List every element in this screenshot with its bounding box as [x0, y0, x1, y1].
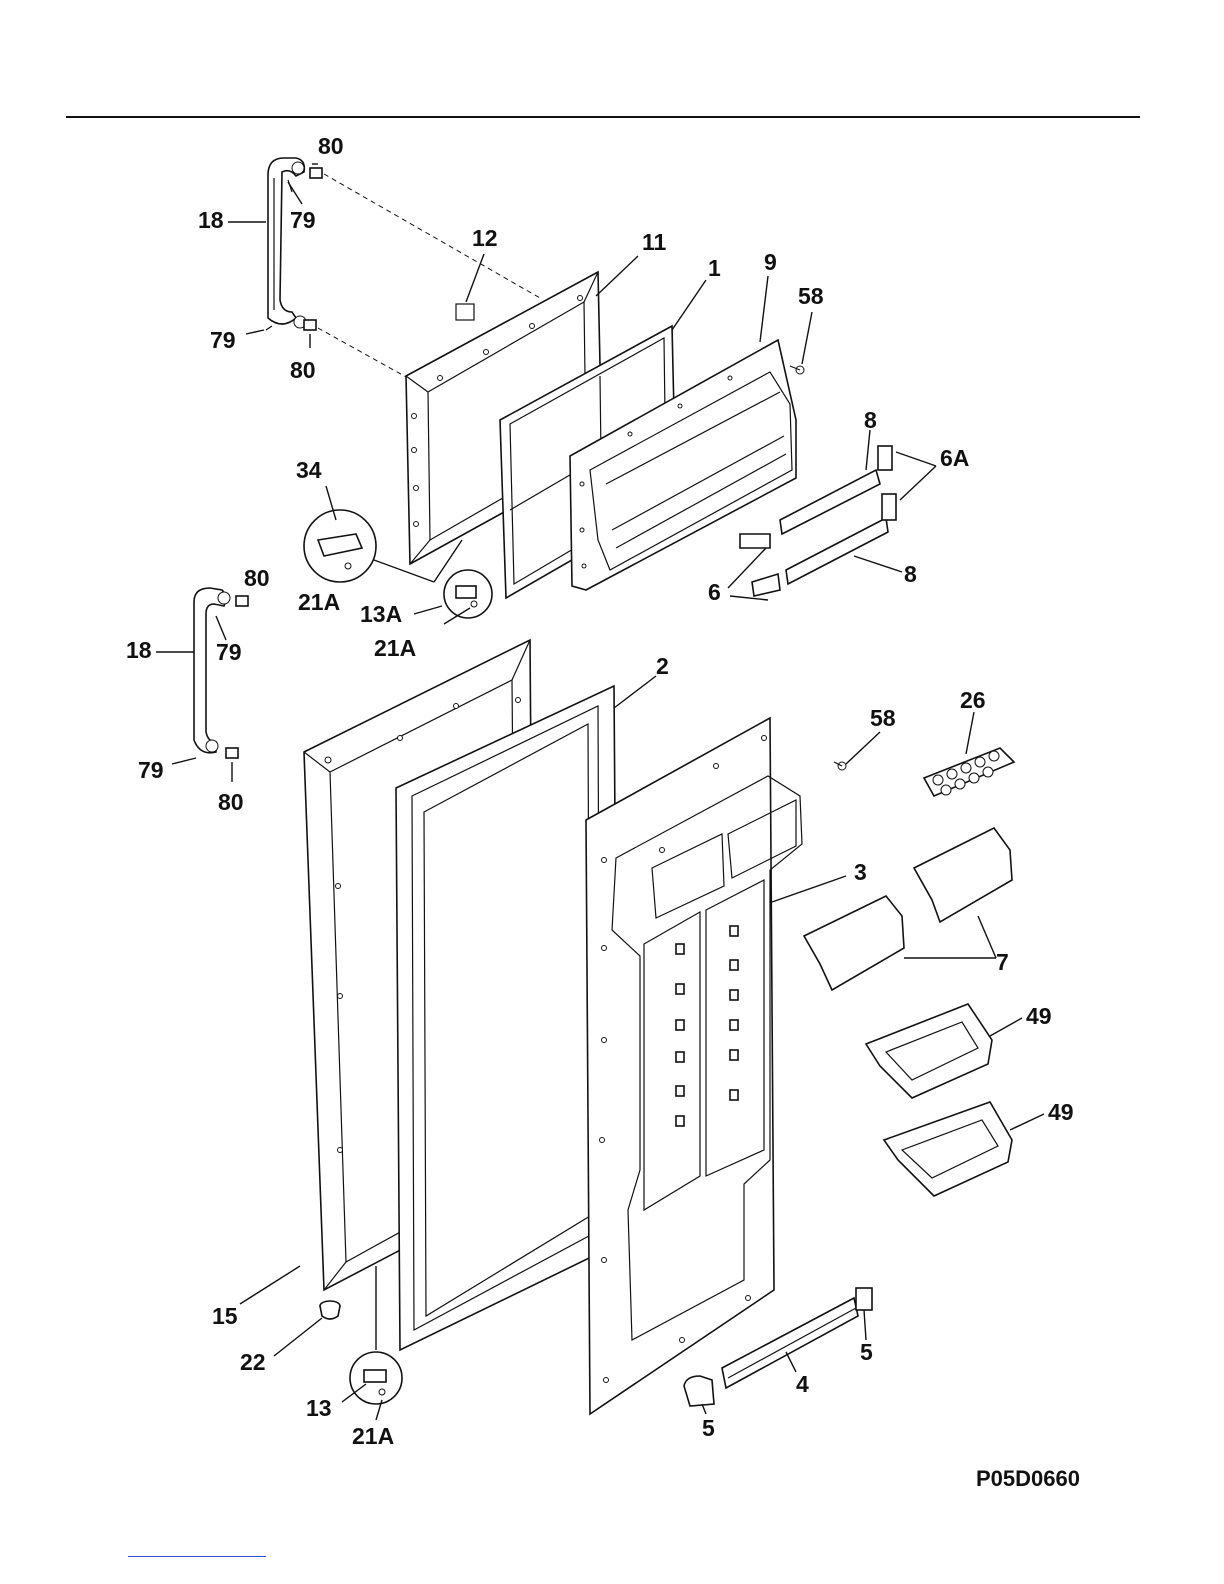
callout-80: 80 — [290, 357, 316, 383]
callout-13: 13 — [306, 1395, 332, 1421]
callout-26: 26 — [960, 687, 986, 713]
callout-18: 18 — [198, 207, 224, 233]
handle-alignment-line-top — [324, 174, 540, 298]
callout-18: 18 — [126, 637, 152, 663]
callout-11: 11 — [642, 229, 667, 255]
door-stop-22 — [320, 1301, 340, 1319]
callout-22: 22 — [240, 1349, 266, 1375]
callout-6: 6 — [708, 579, 721, 605]
callout-8: 8 — [864, 407, 877, 433]
dairy-compartment-upper — [914, 828, 1012, 922]
callout-6A: 6A — [940, 445, 969, 471]
callout-34: 34 — [296, 457, 322, 483]
callout-21A: 21A — [352, 1423, 394, 1449]
rail-end-cap-6 — [740, 534, 780, 596]
label-12 — [456, 304, 474, 320]
callout-5: 5 — [702, 1415, 715, 1441]
freezer-shelf-rail-upper — [780, 470, 880, 534]
callout-12: 12 — [472, 225, 498, 251]
callout-3: 3 — [854, 859, 867, 885]
callout-58: 58 — [798, 283, 824, 309]
callout-79: 79 — [216, 639, 242, 665]
freezer-door-handle — [266, 158, 322, 330]
callout-79: 79 — [290, 207, 316, 233]
footer-link-underline[interactable] — [128, 1556, 266, 1557]
dairy-compartment-lower — [804, 896, 904, 990]
callout-4: 4 — [796, 1371, 809, 1397]
callout-58: 58 — [870, 705, 896, 731]
fresh-food-door-gasket — [396, 686, 618, 1350]
callout-79: 79 — [138, 757, 164, 783]
callout-13A: 13A — [360, 601, 402, 627]
hinge-detail-13 — [350, 1352, 402, 1404]
fresh-food-door-handle — [194, 588, 248, 758]
diagram-reference-code: P05D0660 — [976, 1466, 1080, 1492]
callout-2: 2 — [656, 653, 669, 679]
callout-80: 80 — [318, 133, 344, 159]
screw-58-lower — [834, 762, 846, 770]
screw-58-upper — [790, 366, 804, 374]
callout-9: 9 — [764, 249, 777, 275]
callout-5: 5 — [860, 1339, 873, 1365]
callout-1: 1 — [708, 255, 721, 281]
callout-80: 80 — [218, 789, 244, 815]
callout-21A: 21A — [374, 635, 416, 661]
handle-alignment-line-bottom — [318, 328, 408, 378]
callout-49: 49 — [1048, 1099, 1074, 1125]
callout-49: 49 — [1026, 1003, 1052, 1029]
callout-15: 15 — [212, 1303, 238, 1329]
callout-80: 80 — [244, 565, 270, 591]
door-bin-upper — [866, 1004, 992, 1098]
door-bin-lower — [884, 1102, 1012, 1196]
hinge-detail-13A — [444, 570, 492, 618]
hinge-detail-34 — [304, 510, 376, 582]
callout-7: 7 — [996, 949, 1009, 975]
freezer-shelf-rail-lower — [786, 518, 888, 584]
callout-21A: 21A — [298, 589, 340, 615]
egg-tray — [924, 748, 1014, 796]
callout-8: 8 — [904, 561, 917, 587]
fresh-food-door-liner — [586, 718, 802, 1414]
rail-end-cap-6A — [878, 446, 896, 520]
callout-79: 79 — [210, 327, 236, 353]
